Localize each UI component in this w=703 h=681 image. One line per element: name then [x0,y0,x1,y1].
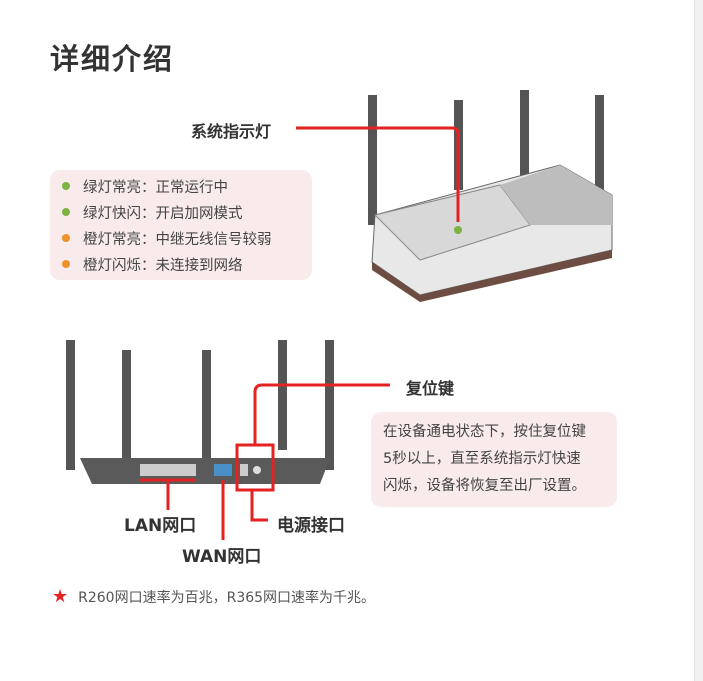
legend-item: 绿灯快闪：开启加网模式 [62,199,312,225]
router-top-view [368,90,613,302]
speed-note: ★ R260网口速率为百兆，R365网口速率为千兆。 [52,586,375,607]
lan-port-label: LAN网口 [124,516,197,536]
reset-desc-line: 在设备通电状态下，按住复位键 [383,424,586,440]
reset-label: 复位键 [406,379,455,398]
router-back-view [66,340,334,484]
green-dot-icon [62,182,70,190]
wan-port-label: WAN网口 [182,547,262,567]
page-title: 详细介绍 [50,42,175,76]
orange-dot-icon [62,260,70,268]
legend-item: 橙灯常亮：中继无线信号较弱 [62,225,312,251]
reset-desc-line: 5秒以上，直至系统指示灯快速 [383,451,581,467]
legend-text: 橙灯常亮：中继无线信号较弱 [83,231,272,248]
legend-text: 绿灯快闪：开启加网模式 [83,205,243,222]
scrollbar-track[interactable] [694,0,703,681]
reset-desc-line: 闪烁，设备将恢复至出厂设置。 [383,478,586,494]
legend-item: 橙灯闪烁：未连接到网络 [62,251,312,277]
orange-dot-icon [62,234,70,242]
reset-description-box: 在设备通电状态下，按住复位键 5秒以上，直至系统指示灯快速 闪烁，设备将恢复至出… [371,412,617,507]
indicator-legend-box: 绿灯常亮：正常运行中 绿灯快闪：开启加网模式 橙灯常亮：中继无线信号较弱 橙灯闪… [50,170,312,280]
legend-text: 橙灯闪烁：未连接到网络 [83,257,243,274]
legend-text: 绿灯常亮：正常运行中 [83,179,228,196]
system-indicator-label: 系统指示灯 [191,122,272,141]
star-icon: ★ [52,586,69,607]
legend-item: 绿灯常亮：正常运行中 [62,173,312,199]
note-text: R260网口速率为百兆，R365网口速率为千兆。 [78,589,376,606]
callout-lines [140,126,460,540]
green-dot-icon [62,208,70,216]
power-port-label: 电源接口 [277,516,345,536]
